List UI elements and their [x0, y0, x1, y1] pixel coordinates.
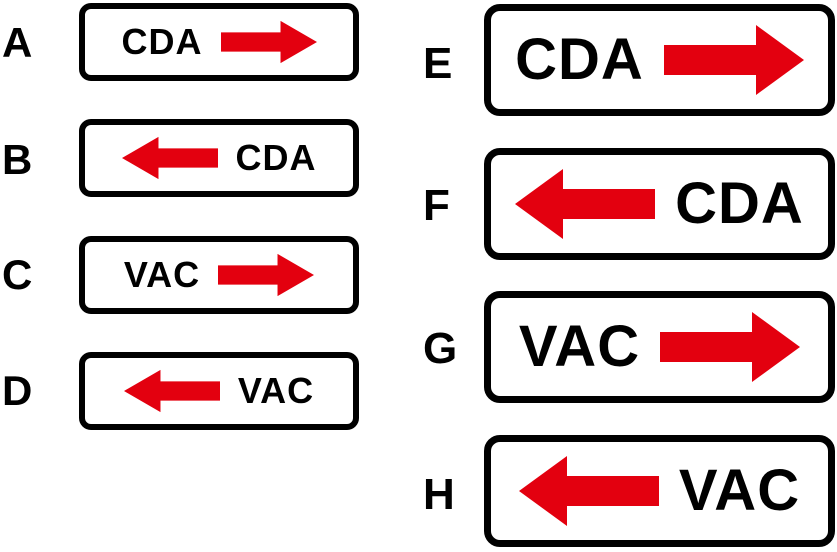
- sign-f: CDA: [484, 148, 835, 260]
- arrow-left-icon: [123, 369, 220, 413]
- sign-g: VAC: [484, 291, 835, 403]
- arrow-right-icon: [218, 253, 315, 297]
- arrow-left-icon: [515, 169, 656, 239]
- arrow-left-icon: [121, 136, 218, 180]
- sign-d: VAC: [79, 352, 359, 430]
- label-e: E: [423, 39, 453, 88]
- sign-b: CDA: [79, 119, 359, 197]
- label-h: H: [423, 470, 455, 519]
- label-f: F: [423, 181, 450, 230]
- sign-a: CDA: [79, 3, 359, 81]
- label-d: D: [2, 367, 33, 414]
- arrow-right-icon: [663, 25, 804, 95]
- arrow-right-icon: [220, 20, 317, 64]
- sign-d-text: VAC: [237, 370, 315, 411]
- sign-c-text: VAC: [123, 254, 201, 295]
- sign-a-text: CDA: [121, 21, 203, 62]
- label-a: A: [2, 19, 33, 66]
- sign-c: VAC: [79, 236, 359, 314]
- sign-h: VAC: [484, 435, 835, 547]
- arrow-right-icon: [660, 312, 801, 382]
- sign-e: CDA: [484, 4, 835, 116]
- sign-e-text: CDA: [515, 27, 644, 92]
- label-b: B: [2, 136, 33, 183]
- sign-h-text: VAC: [678, 458, 801, 523]
- label-g: G: [423, 324, 458, 373]
- label-c: C: [2, 251, 33, 298]
- sign-b-text: CDA: [235, 137, 317, 178]
- arrow-left-icon: [518, 456, 659, 526]
- sign-f-text: CDA: [675, 171, 804, 236]
- sign-g-text: VAC: [518, 314, 641, 379]
